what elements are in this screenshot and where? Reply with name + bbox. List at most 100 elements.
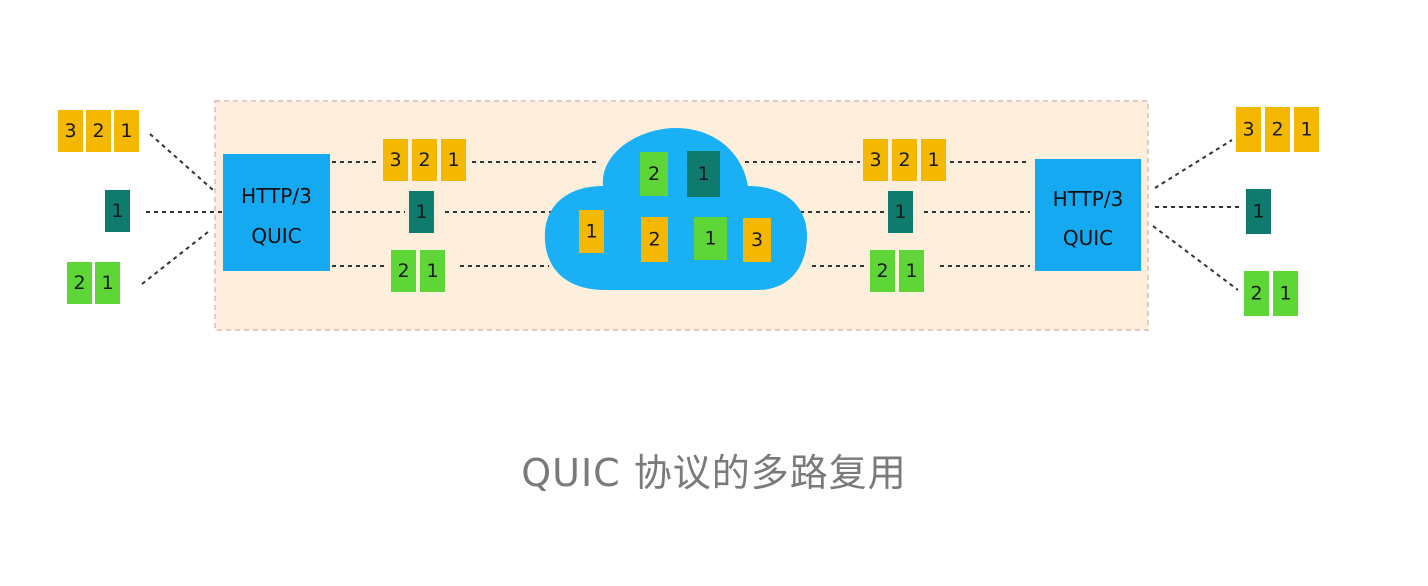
http3-quic-node-right: HTTP/3 QUIC [1035, 159, 1141, 271]
packet-box [888, 191, 913, 233]
connector-lines [141, 133, 1243, 291]
packet-label: 3 [64, 120, 76, 142]
packet-box [412, 139, 437, 181]
packet-label: 1 [120, 120, 132, 142]
connector-line [1152, 225, 1239, 291]
packet-box [694, 217, 727, 260]
packet-label: 1 [447, 149, 459, 171]
source-left-packet-stream-a: 1 [114, 110, 139, 152]
packet-label: 3 [1242, 119, 1254, 141]
connector-line [141, 231, 209, 285]
source-left-packet-stream-c: 1 [95, 262, 120, 304]
cloud-packet-stream-c: 2 [640, 152, 668, 196]
node-label-line1: HTTP/3 [1053, 187, 1124, 211]
packet-label: 1 [905, 260, 917, 282]
packet-box [1236, 107, 1261, 152]
cloud-packet-stream-a: 1 [579, 210, 604, 253]
packet-box [899, 250, 924, 292]
dest-right-packet-stream-a: 1 [1294, 107, 1319, 152]
network-cloud [544, 128, 807, 290]
node-label-line2: QUIC [1063, 226, 1113, 250]
source-left-packet-stream-a: 3 [58, 110, 83, 152]
source-left-packet-stream-a: 2 [86, 110, 111, 152]
band-right-packet-stream-a: 2 [892, 139, 917, 181]
band-left-packet-stream-b: 1 [409, 191, 434, 233]
band-right-packet-stream-c: 1 [899, 250, 924, 292]
cloud-packet-stream-a: 2 [641, 217, 668, 262]
node-label-line2: QUIC [251, 224, 301, 248]
packet-box [641, 217, 668, 262]
band-left-packet-stream-c: 2 [391, 250, 416, 292]
packet-label: 1 [415, 201, 427, 223]
packet-box [114, 110, 139, 152]
packet-label: 1 [426, 260, 438, 282]
packet-label: 2 [876, 260, 888, 282]
packet-label: 1 [704, 228, 716, 250]
packet-label: 1 [1300, 119, 1312, 141]
connector-line [149, 133, 214, 191]
dest-right-packet-stream-a: 3 [1236, 107, 1261, 152]
packet-box [687, 151, 720, 197]
packet-label: 2 [1271, 119, 1283, 141]
dest-right-packet-stream-a: 2 [1265, 107, 1290, 152]
connector-line [1154, 139, 1233, 189]
packet-label: 1 [894, 201, 906, 223]
cloud-packet-stream-a: 3 [743, 218, 771, 262]
packet-box [640, 152, 668, 196]
band-left-packet-stream-c: 1 [420, 250, 445, 292]
packet-box [863, 139, 888, 181]
band-left-packet-stream-a: 2 [412, 139, 437, 181]
packet-box [409, 191, 434, 233]
source-left-packet-stream-b: 1 [105, 190, 130, 232]
packet-box [95, 262, 120, 304]
cloud-packet-stream-b: 1 [687, 151, 720, 197]
packet-box [1246, 189, 1271, 234]
packet-label: 2 [648, 163, 660, 185]
packet-box [391, 250, 416, 292]
packet-label: 2 [73, 272, 85, 294]
dest-right-packet-stream-b: 1 [1246, 189, 1271, 234]
packet-box [892, 139, 917, 181]
band-right-packet-stream-a: 3 [863, 139, 888, 181]
packet-label: 1 [101, 272, 113, 294]
packet-label: 1 [1279, 283, 1291, 305]
packet-box [420, 250, 445, 292]
band-right-packet-stream-c: 2 [870, 250, 895, 292]
diagram-caption: QUIC 协议的多路复用 [521, 451, 907, 495]
packet-box [1294, 107, 1319, 152]
packet-label: 3 [389, 149, 401, 171]
packet-box [870, 250, 895, 292]
packet-label: 3 [751, 229, 763, 251]
packet-box [1244, 271, 1269, 316]
packet-label: 3 [869, 149, 881, 171]
packet-box [86, 110, 111, 152]
packet-box [67, 262, 92, 304]
packet-label: 1 [927, 149, 939, 171]
band-left-packet-stream-a: 1 [441, 139, 466, 181]
packet-box [1273, 271, 1298, 316]
packet-label: 2 [397, 260, 409, 282]
packet-box [579, 210, 604, 253]
packet-box [58, 110, 83, 152]
packet-label: 2 [418, 149, 430, 171]
band-right-packet-stream-b: 1 [888, 191, 913, 233]
dest-right-packet-stream-c: 1 [1273, 271, 1298, 316]
node-label-line1: HTTP/3 [241, 184, 312, 208]
packet-label: 2 [92, 120, 104, 142]
packet-box [105, 190, 130, 232]
cloud-packet-stream-c: 1 [694, 217, 727, 260]
packet-label: 2 [648, 229, 660, 251]
packet-label: 1 [111, 200, 123, 222]
packet-box [383, 139, 408, 181]
packet-label: 1 [585, 221, 597, 243]
packet-label: 1 [697, 163, 709, 185]
packet-label: 1 [1252, 201, 1264, 223]
packet-box [743, 218, 771, 262]
http3-quic-node-left: HTTP/3 QUIC [223, 154, 330, 271]
packet-label: 2 [1250, 283, 1262, 305]
packet-box [441, 139, 466, 181]
source-left-packet-stream-c: 2 [67, 262, 92, 304]
